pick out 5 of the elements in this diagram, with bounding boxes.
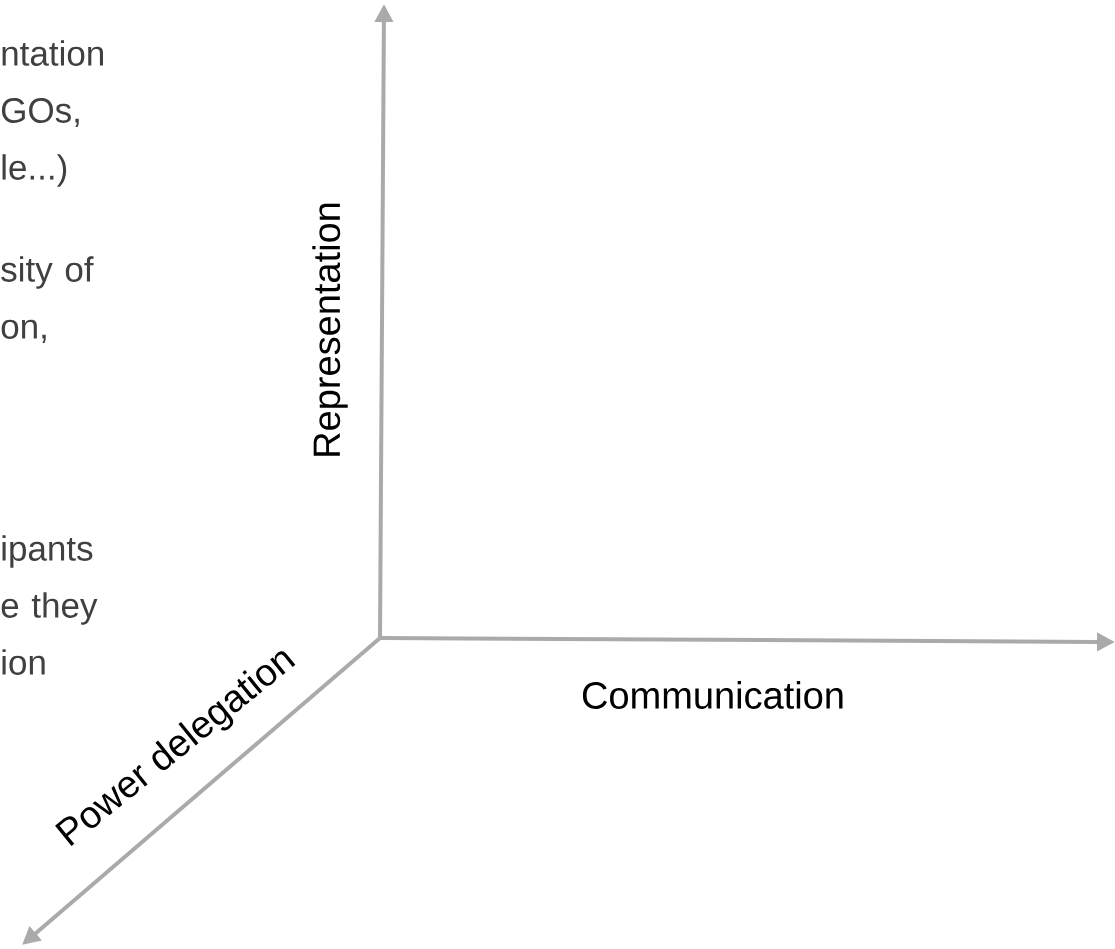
- text-fragment: ntation GOs, le...): [1, 40, 103, 187]
- text-fragment: ipants e they ion: [1, 535, 98, 675]
- axis-label: Communication: [582, 681, 843, 709]
- axis-label: Representation: [312, 203, 348, 456]
- text-fragment: sity of on,: [1, 256, 94, 344]
